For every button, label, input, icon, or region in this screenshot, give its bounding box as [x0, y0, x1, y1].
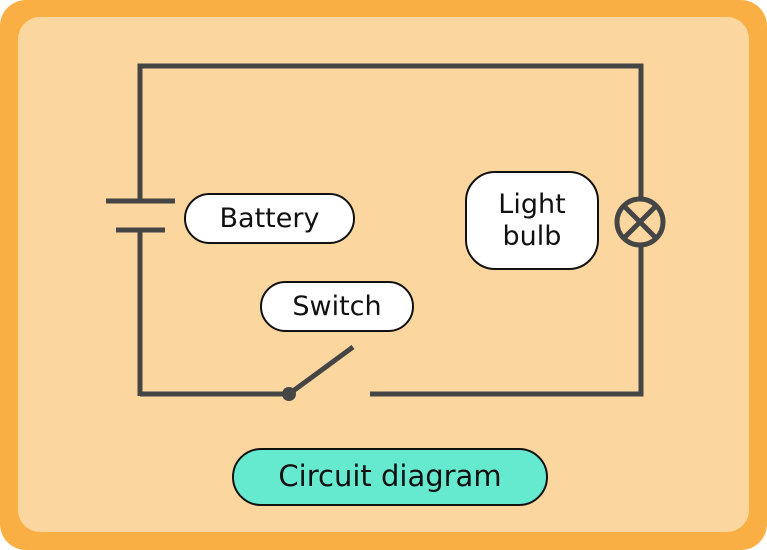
wire-right-lower [370, 246, 644, 397]
lamp-icon [614, 196, 666, 248]
lamp-cross-b [622, 204, 658, 240]
wire-top [137, 63, 644, 396]
switch-lever [287, 344, 355, 397]
battery-label-text: Battery [219, 202, 320, 234]
light-bulb-label: Light bulb [465, 171, 599, 270]
light-bulb-label-line1: Light [498, 189, 566, 221]
battery-label: Battery [184, 193, 355, 244]
switch-pivot [282, 387, 296, 401]
light-bulb-label-line2: bulb [502, 220, 562, 252]
switch-label-text: Switch [292, 290, 382, 322]
switch-label: Switch [260, 281, 414, 332]
diagram-title-badge: Circuit diagram [232, 448, 548, 506]
diagram-title: Circuit diagram [278, 459, 502, 494]
